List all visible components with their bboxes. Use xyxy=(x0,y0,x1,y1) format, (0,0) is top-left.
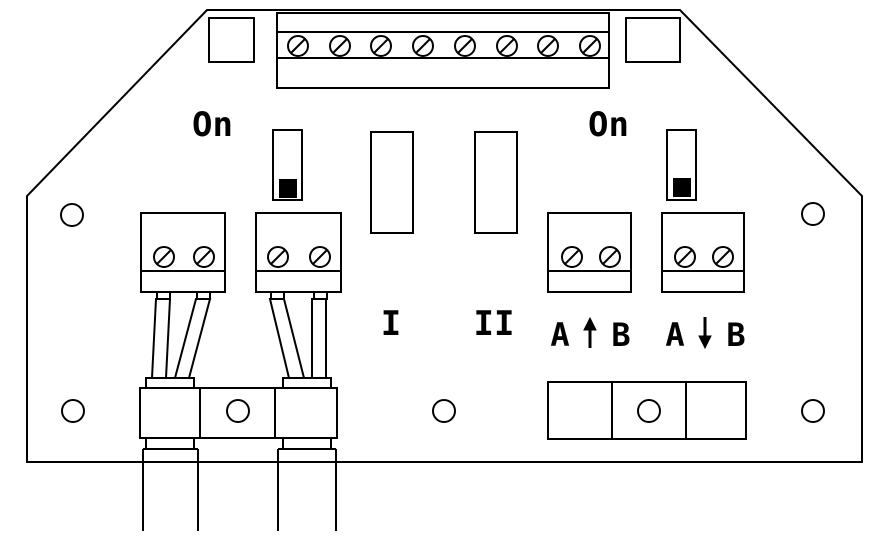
screw-icon xyxy=(329,35,351,57)
top-right-pad xyxy=(625,17,681,63)
screw-icon xyxy=(599,246,621,268)
io-out-b-label: B xyxy=(726,316,745,354)
port-label-2: II xyxy=(474,304,515,344)
screw-icon xyxy=(579,35,601,57)
mounting-hole-icon xyxy=(60,203,84,227)
mounting-hole-icon xyxy=(226,399,250,423)
arrow-up-icon xyxy=(583,316,597,348)
top-terminal-screws xyxy=(287,35,601,57)
bottom-right-connector xyxy=(547,381,747,440)
on-label-right: On xyxy=(588,105,629,145)
screw-icon xyxy=(267,246,289,268)
screw-icon xyxy=(537,35,559,57)
left-dip-switch[interactable] xyxy=(272,129,303,201)
top-terminal-block xyxy=(276,12,610,89)
top-left-pad xyxy=(208,17,255,63)
terminal-block-3 xyxy=(547,212,632,293)
screw-icon xyxy=(287,35,309,57)
terminal-block-4 xyxy=(661,212,745,293)
screw-icon xyxy=(193,246,215,268)
io-in-b-label: B xyxy=(611,316,630,354)
cable-clamp xyxy=(139,387,338,450)
slot-2 xyxy=(474,131,518,234)
screw-icon xyxy=(412,35,434,57)
mounting-hole-icon xyxy=(801,202,825,226)
wires xyxy=(145,291,332,389)
port-label-1: I xyxy=(381,304,401,344)
mounting-hole-icon xyxy=(637,399,661,423)
cables xyxy=(142,448,337,531)
screw-icon xyxy=(561,246,583,268)
screw-icon xyxy=(496,35,518,57)
slot-1 xyxy=(370,131,414,234)
screw-icon xyxy=(153,246,175,268)
screw-icon xyxy=(674,246,696,268)
terminal-block-1 xyxy=(140,212,226,293)
screw-icon xyxy=(370,35,392,57)
right-dip-switch[interactable] xyxy=(666,129,697,201)
screw-icon xyxy=(309,246,331,268)
screw-icon xyxy=(454,35,476,57)
arrow-down-icon xyxy=(698,317,712,350)
io-in-a-label: A xyxy=(550,316,569,354)
mounting-holes xyxy=(60,202,825,423)
screw-icon xyxy=(712,246,734,268)
mounting-hole-icon xyxy=(61,399,85,423)
mounting-hole-icon xyxy=(432,399,456,423)
board-outline xyxy=(26,9,863,463)
on-label-left: On xyxy=(192,105,233,145)
io-out-a-label: A xyxy=(665,316,684,354)
terminal-block-2 xyxy=(255,212,342,293)
mounting-hole-icon xyxy=(801,399,825,423)
